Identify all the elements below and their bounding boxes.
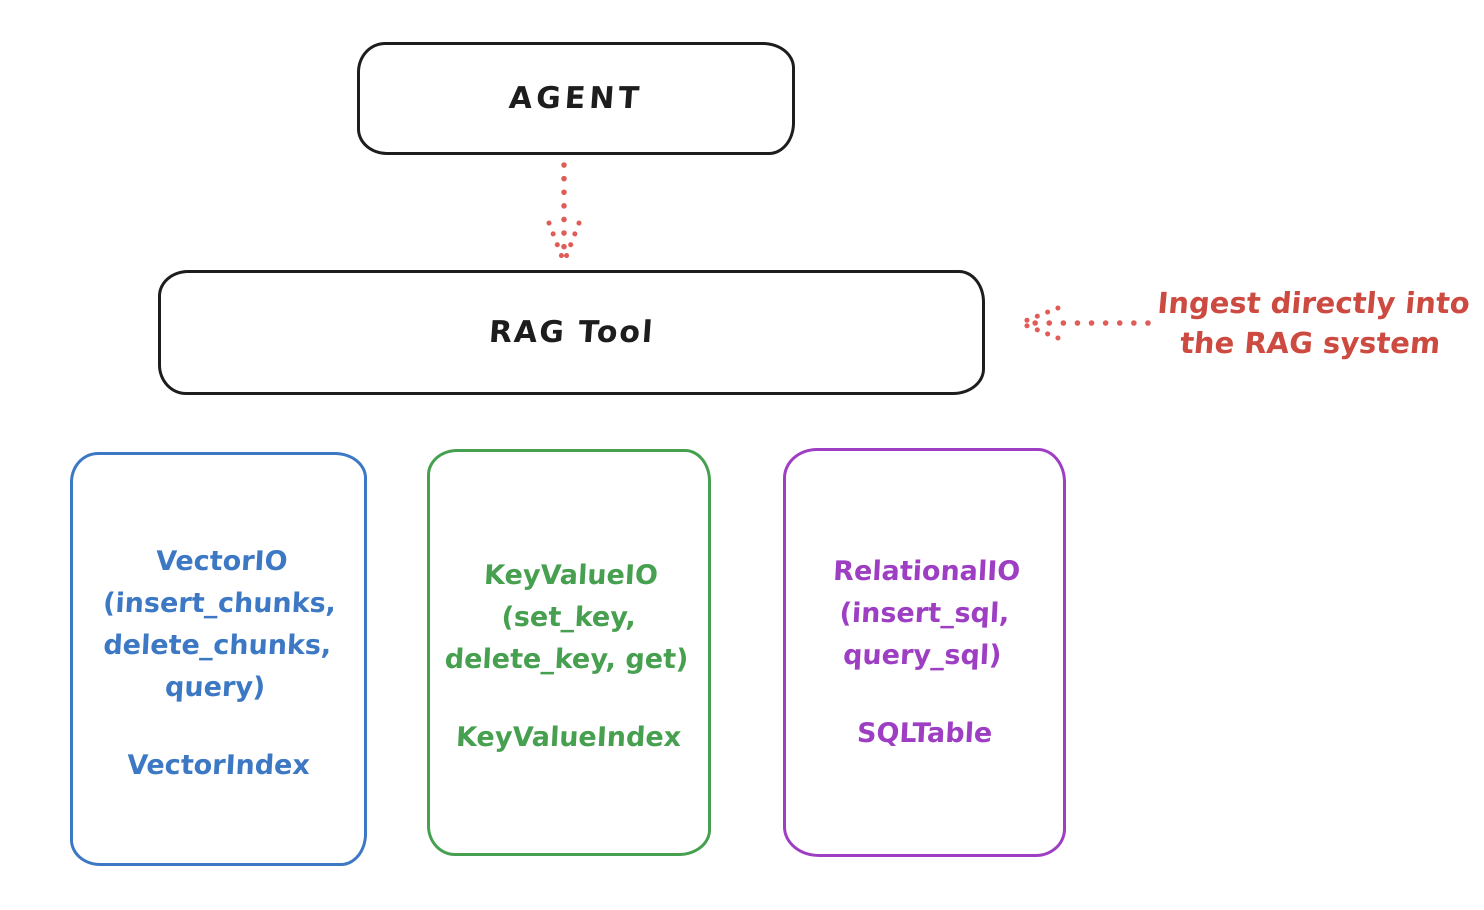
relational-io-line-3: query_sql) (842, 640, 1003, 671)
vector-io-line-3: delete_chunks, (102, 630, 333, 661)
vector-io-line-1: VectorIO (155, 546, 289, 577)
keyvalue-io-line-2: (set_key, (500, 602, 638, 633)
relational-io-description: RelationalIO (insert_sql, query_sql) (828, 551, 1022, 677)
vector-io-line-2: (insert_chunks, (102, 588, 337, 619)
vector-io-line-4: query) (164, 672, 267, 703)
keyvalue-index-label: KeyValueIndex (455, 722, 683, 753)
keyvalue-io-line-3: delete_key, get) (444, 644, 690, 675)
agent-node: AGENT (357, 42, 795, 155)
ingest-annotation-line-2: the RAG system (1178, 326, 1442, 360)
keyvalue-io-description: KeyValueIO (set_key, delete_key, get) (444, 555, 694, 681)
relational-io-line-2: (insert_sql, (838, 598, 1011, 629)
vector-io-description: VectorIO (insert_chunks, delete_chunks, … (98, 541, 340, 709)
rag-tool-node: RAG Tool (158, 270, 985, 395)
relational-io-line-1: RelationalIO (832, 556, 1022, 587)
arrow-left-icon (1022, 305, 1151, 341)
relational-io-node: RelationalIO (insert_sql, query_sql) SQL… (783, 448, 1066, 857)
vector-index-label: VectorIndex (126, 750, 311, 781)
keyvalue-io-line-1: KeyValueIO (483, 560, 659, 591)
ingest-annotation-line-1: Ingest directly into (1156, 286, 1472, 320)
rag-tool-node-label: RAG Tool (487, 315, 656, 350)
arrow-down-icon (546, 162, 582, 260)
sql-table-label: SQLTable (856, 718, 993, 749)
keyvalue-io-node: KeyValueIO (set_key, delete_key, get) Ke… (427, 449, 711, 856)
ingest-annotation: Ingest directly into the RAG system (1137, 283, 1484, 363)
agent-node-label: AGENT (507, 81, 645, 116)
vector-io-node: VectorIO (insert_chunks, delete_chunks, … (70, 452, 367, 866)
